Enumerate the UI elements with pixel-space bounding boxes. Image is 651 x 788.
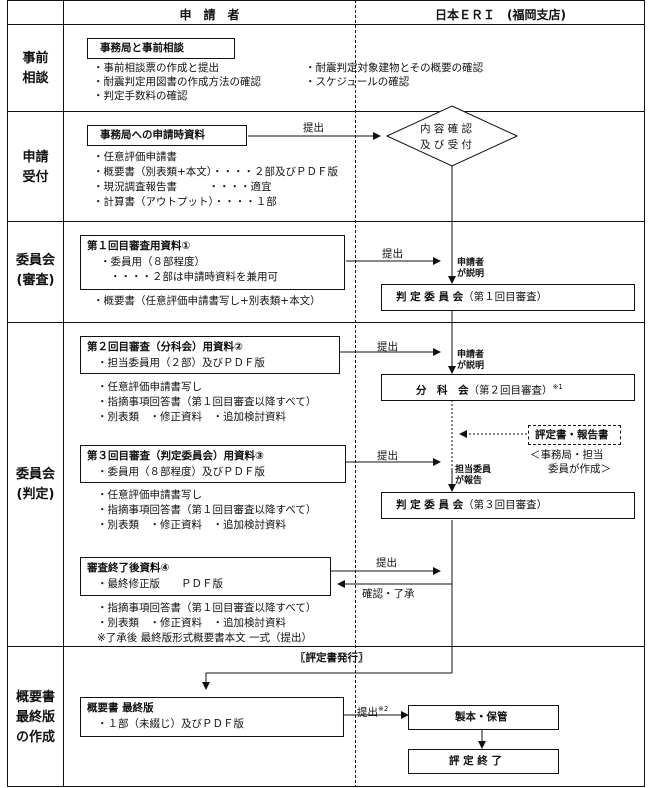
review3-box xyxy=(80,445,346,483)
review1-submit-label: 提出 xyxy=(382,248,403,260)
review2-submit-label: 提出 xyxy=(377,341,398,353)
pre-item: ・スケジュールの確認 xyxy=(305,76,410,88)
pre-item: ・判定手数料の確認 xyxy=(93,90,188,102)
review2-item: ・担当委員用（２部）及びＰＤＦ版 xyxy=(97,357,265,369)
diamond-label-a: 内 容 確 認 xyxy=(420,123,473,135)
review2-explain: 申請者が説明 xyxy=(457,350,485,371)
apply-box: 事務局への申請時資料 xyxy=(87,125,247,146)
apply-item: ・現況調査報告書 ・・・・適宜 xyxy=(93,181,272,193)
stage-committee-review: 委員会(審査) xyxy=(15,253,55,288)
review1-title: 第１回目審査用資料① xyxy=(87,240,191,252)
report-box: 評定書・報告書 xyxy=(528,425,621,445)
final-submit-label: 提出※2 xyxy=(357,705,389,719)
committee3-box: 判 定 委 員 会（第３回目審査） xyxy=(381,492,635,519)
header-applicant: 申 請 者 xyxy=(179,8,240,22)
review1-item-note: ・・・・２部は申請時資料を兼用可 xyxy=(110,271,278,283)
review3-item: ・委員用（８部程度）及びＰＤＦ版 xyxy=(97,466,265,478)
stage-committee-judgement: 委員会(判定) xyxy=(15,467,55,502)
diamond-label-b: 及 び 受 付 xyxy=(420,139,473,151)
pre-item: ・耐震判定対象建物とその概要の確認 xyxy=(305,62,484,74)
report-note-b: 委員が作成＞ xyxy=(548,463,611,475)
pre-item: ・事前相談票の作成と提出 xyxy=(93,62,219,74)
review3-title: 第３回目審査（判定委員会）用資料③ xyxy=(87,450,264,462)
report-note-a: ＜事務局・担当 xyxy=(530,449,604,461)
stage-final-summary: 概要書最終版の作成 xyxy=(15,690,55,745)
header-eri: 日本ＥＲＩ (福岡支店) xyxy=(435,8,566,22)
review4-subitem: ※了承後 最終版形式概要書本文 一式（提出） xyxy=(97,632,312,644)
review3-subitem: ・任意評価申請書写し xyxy=(97,489,202,501)
review2-subitem: ・別表類 ・修正資料 ・追加検討資料 xyxy=(97,411,286,423)
review2-subitem: ・指摘事項回答書（第１回目審査以降すべて） xyxy=(97,396,317,408)
committee1-box: 判 定 委 員 会（第１回目審査） xyxy=(381,284,635,311)
apply-item: ・計算書（アウトプット）・・・・１部 xyxy=(93,196,277,208)
review4-item: ・最終修正版 ＰＤＦ版 xyxy=(97,578,223,590)
issue-label: 〖評定書発行〗 xyxy=(295,652,369,664)
review3-submit-label: 提出 xyxy=(377,450,398,462)
review4-title: 審査終了後資料④ xyxy=(87,562,170,574)
apply-item: ・概要書（別表類+本文）・・・・２部及びＰＤＦ版 xyxy=(93,166,339,178)
stage-pre-consult: 事前相談 xyxy=(22,51,49,86)
review2-title: 第２回目審査（分科会）用資料② xyxy=(87,341,243,353)
final-title: 概要書 最終版 xyxy=(87,702,154,714)
review4-confirm-label: 確認・了承 xyxy=(362,588,415,600)
review1-subitem: ・概要書（任意評価申請書写し+別表類+本文） xyxy=(93,295,321,307)
review4-subitem: ・別表類 ・修正資料 ・追加検討資料 xyxy=(97,617,286,629)
review2-subitem: ・任意評価申請書写し xyxy=(97,381,202,393)
review3-explain: 担当委員が報告 xyxy=(455,465,492,486)
review3-subitem: ・指摘事項回答書（第１回目審査以降すべて） xyxy=(97,504,317,516)
final-box xyxy=(80,697,344,737)
review1-item: ・委員用（８部程度） xyxy=(100,256,205,268)
review1-box xyxy=(80,235,345,290)
bind-box: 製本・保管 xyxy=(408,705,559,730)
end-box: 評 定 終 了 xyxy=(408,749,559,774)
review4-submit-label: 提出 xyxy=(376,557,397,569)
pre-item: ・耐震判定用図書の作成方法の確認 xyxy=(93,76,261,88)
review2-box xyxy=(80,336,340,374)
final-item: ・１部（未綴じ）及びＰＤＦ版 xyxy=(97,718,244,730)
pre-consult-box: 事務局と事前相談 xyxy=(87,38,235,59)
review1-explain: 申請者が説明 xyxy=(457,258,485,279)
apply-item: ・任意評価申請書 xyxy=(93,151,177,163)
apply-submit-label: 提出 xyxy=(303,122,324,134)
subcommittee-box: 分 科 会（第２回目審査）※1 xyxy=(381,374,635,401)
review4-box xyxy=(80,557,331,596)
stage-application: 申請受付 xyxy=(22,150,49,185)
review4-subitem: ・指摘事項回答書（第１回目審査以降すべて） xyxy=(97,602,317,614)
review3-subitem: ・別表類 ・修正資料 ・追加検討資料 xyxy=(97,519,286,531)
